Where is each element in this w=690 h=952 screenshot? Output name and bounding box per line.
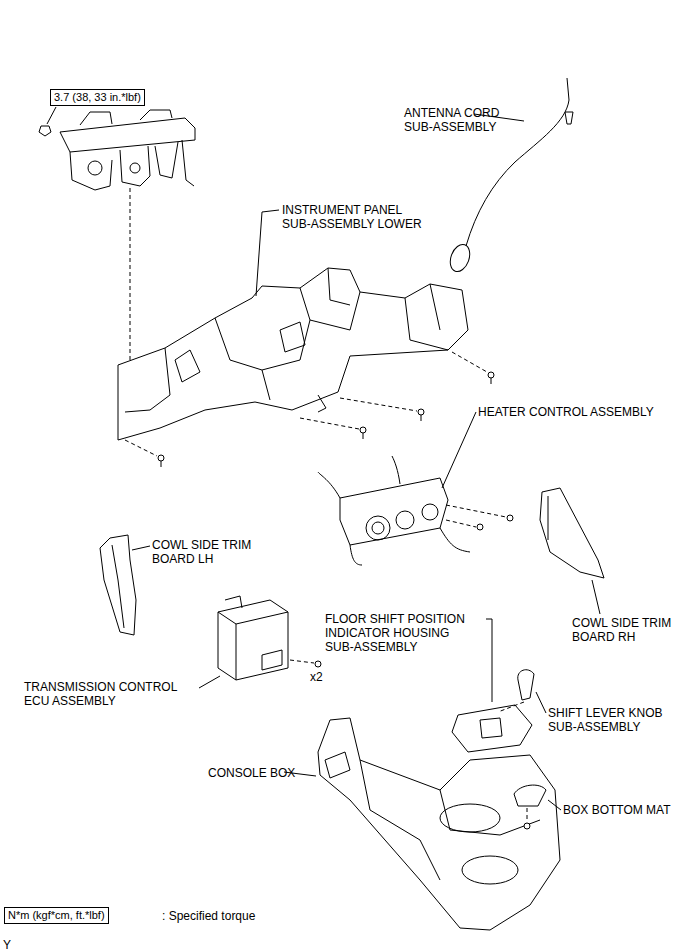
leader-line (486, 619, 492, 702)
cowl-side-trim-rh (540, 488, 604, 578)
heater-control (318, 456, 470, 565)
dashed-line (446, 505, 506, 527)
part-label-text: ANTENNA CORD SUB-ASSEMBLY (404, 106, 499, 134)
part-label-text: CONSOLE BOX (208, 766, 295, 780)
torque-box: 3.7 (38, 33 in.*lbf) (50, 89, 145, 106)
box-bottom-mat (514, 785, 546, 806)
leader-line (592, 580, 600, 614)
leader-line (536, 692, 546, 713)
part-label-text: SHIFT LEVER KNOB SUB-ASSEMBLY (548, 706, 662, 734)
part-label-text: COWL SIDE TRIM BOARD LH (152, 538, 251, 566)
screw (315, 661, 321, 667)
dashed-line (130, 188, 131, 362)
part-label: SHIFT LEVER KNOB SUB-ASSEMBLY (548, 706, 678, 734)
leader-line (256, 210, 279, 296)
part-label: x2 (310, 670, 340, 684)
part-label-text: INSTRUMENT PANEL SUB-ASSEMBLY LOWER (282, 203, 422, 231)
console-box (318, 718, 560, 930)
part-label: FLOOR SHIFT POSITION INDICATOR HOUSING S… (325, 612, 475, 654)
part-label-text: COWL SIDE TRIM BOARD RH (572, 616, 671, 644)
reinforcement-bracket (60, 110, 195, 190)
part-label-text: Y (3, 938, 11, 952)
shift-knob (518, 670, 534, 700)
part-label: TRANSMISSION CONTROL ECU ASSEMBLY (24, 680, 199, 708)
part-label: COWL SIDE TRIM BOARD RH (572, 616, 680, 644)
part-label: ANTENNA CORD SUB-ASSEMBLY (404, 106, 504, 134)
torque-text: N*m (kgf*cm, ft.*lbf) (8, 909, 105, 921)
indicator-housing (452, 705, 532, 752)
leader-line (548, 800, 561, 810)
screw (158, 372, 494, 467)
cowl-side-trim-lh (100, 535, 136, 635)
dashed-line (527, 808, 528, 822)
leader-line (199, 676, 220, 688)
leader-line (132, 546, 150, 550)
part-label: BOX BOTTOM MAT (563, 803, 683, 817)
screw (524, 823, 530, 829)
torque-box: N*m (kgf*cm, ft.*lbf) (4, 907, 109, 924)
part-label-text: : Specified torque (162, 909, 255, 923)
transmission-ecu (218, 596, 288, 680)
leader-line (47, 107, 56, 124)
part-label-text: HEATER CONTROL ASSEMBLY (478, 405, 654, 419)
part-label: Y (3, 938, 23, 952)
instrument-panel-lower (118, 268, 468, 440)
dashed-line (290, 660, 314, 663)
bolt (39, 126, 51, 136)
part-label-text: TRANSMISSION CONTROL ECU ASSEMBLY (24, 680, 177, 708)
part-label-text: FLOOR SHIFT POSITION INDICATOR HOUSING S… (325, 612, 465, 654)
part-label: : Specified torque (162, 909, 312, 923)
part-label-text: BOX BOTTOM MAT (563, 803, 671, 817)
part-label: HEATER CONTROL ASSEMBLY (478, 405, 678, 419)
leader-line (442, 412, 476, 488)
dashed-line (125, 352, 487, 456)
part-label-text: x2 (310, 670, 323, 684)
screw (477, 515, 513, 530)
part-label: INSTRUMENT PANEL SUB-ASSEMBLY LOWER (282, 203, 422, 231)
dashed-line (498, 702, 524, 712)
torque-text: 3.7 (38, 33 in.*lbf) (54, 91, 141, 103)
part-label: COWL SIDE TRIM BOARD LH (152, 538, 257, 566)
part-label: CONSOLE BOX (208, 766, 298, 780)
